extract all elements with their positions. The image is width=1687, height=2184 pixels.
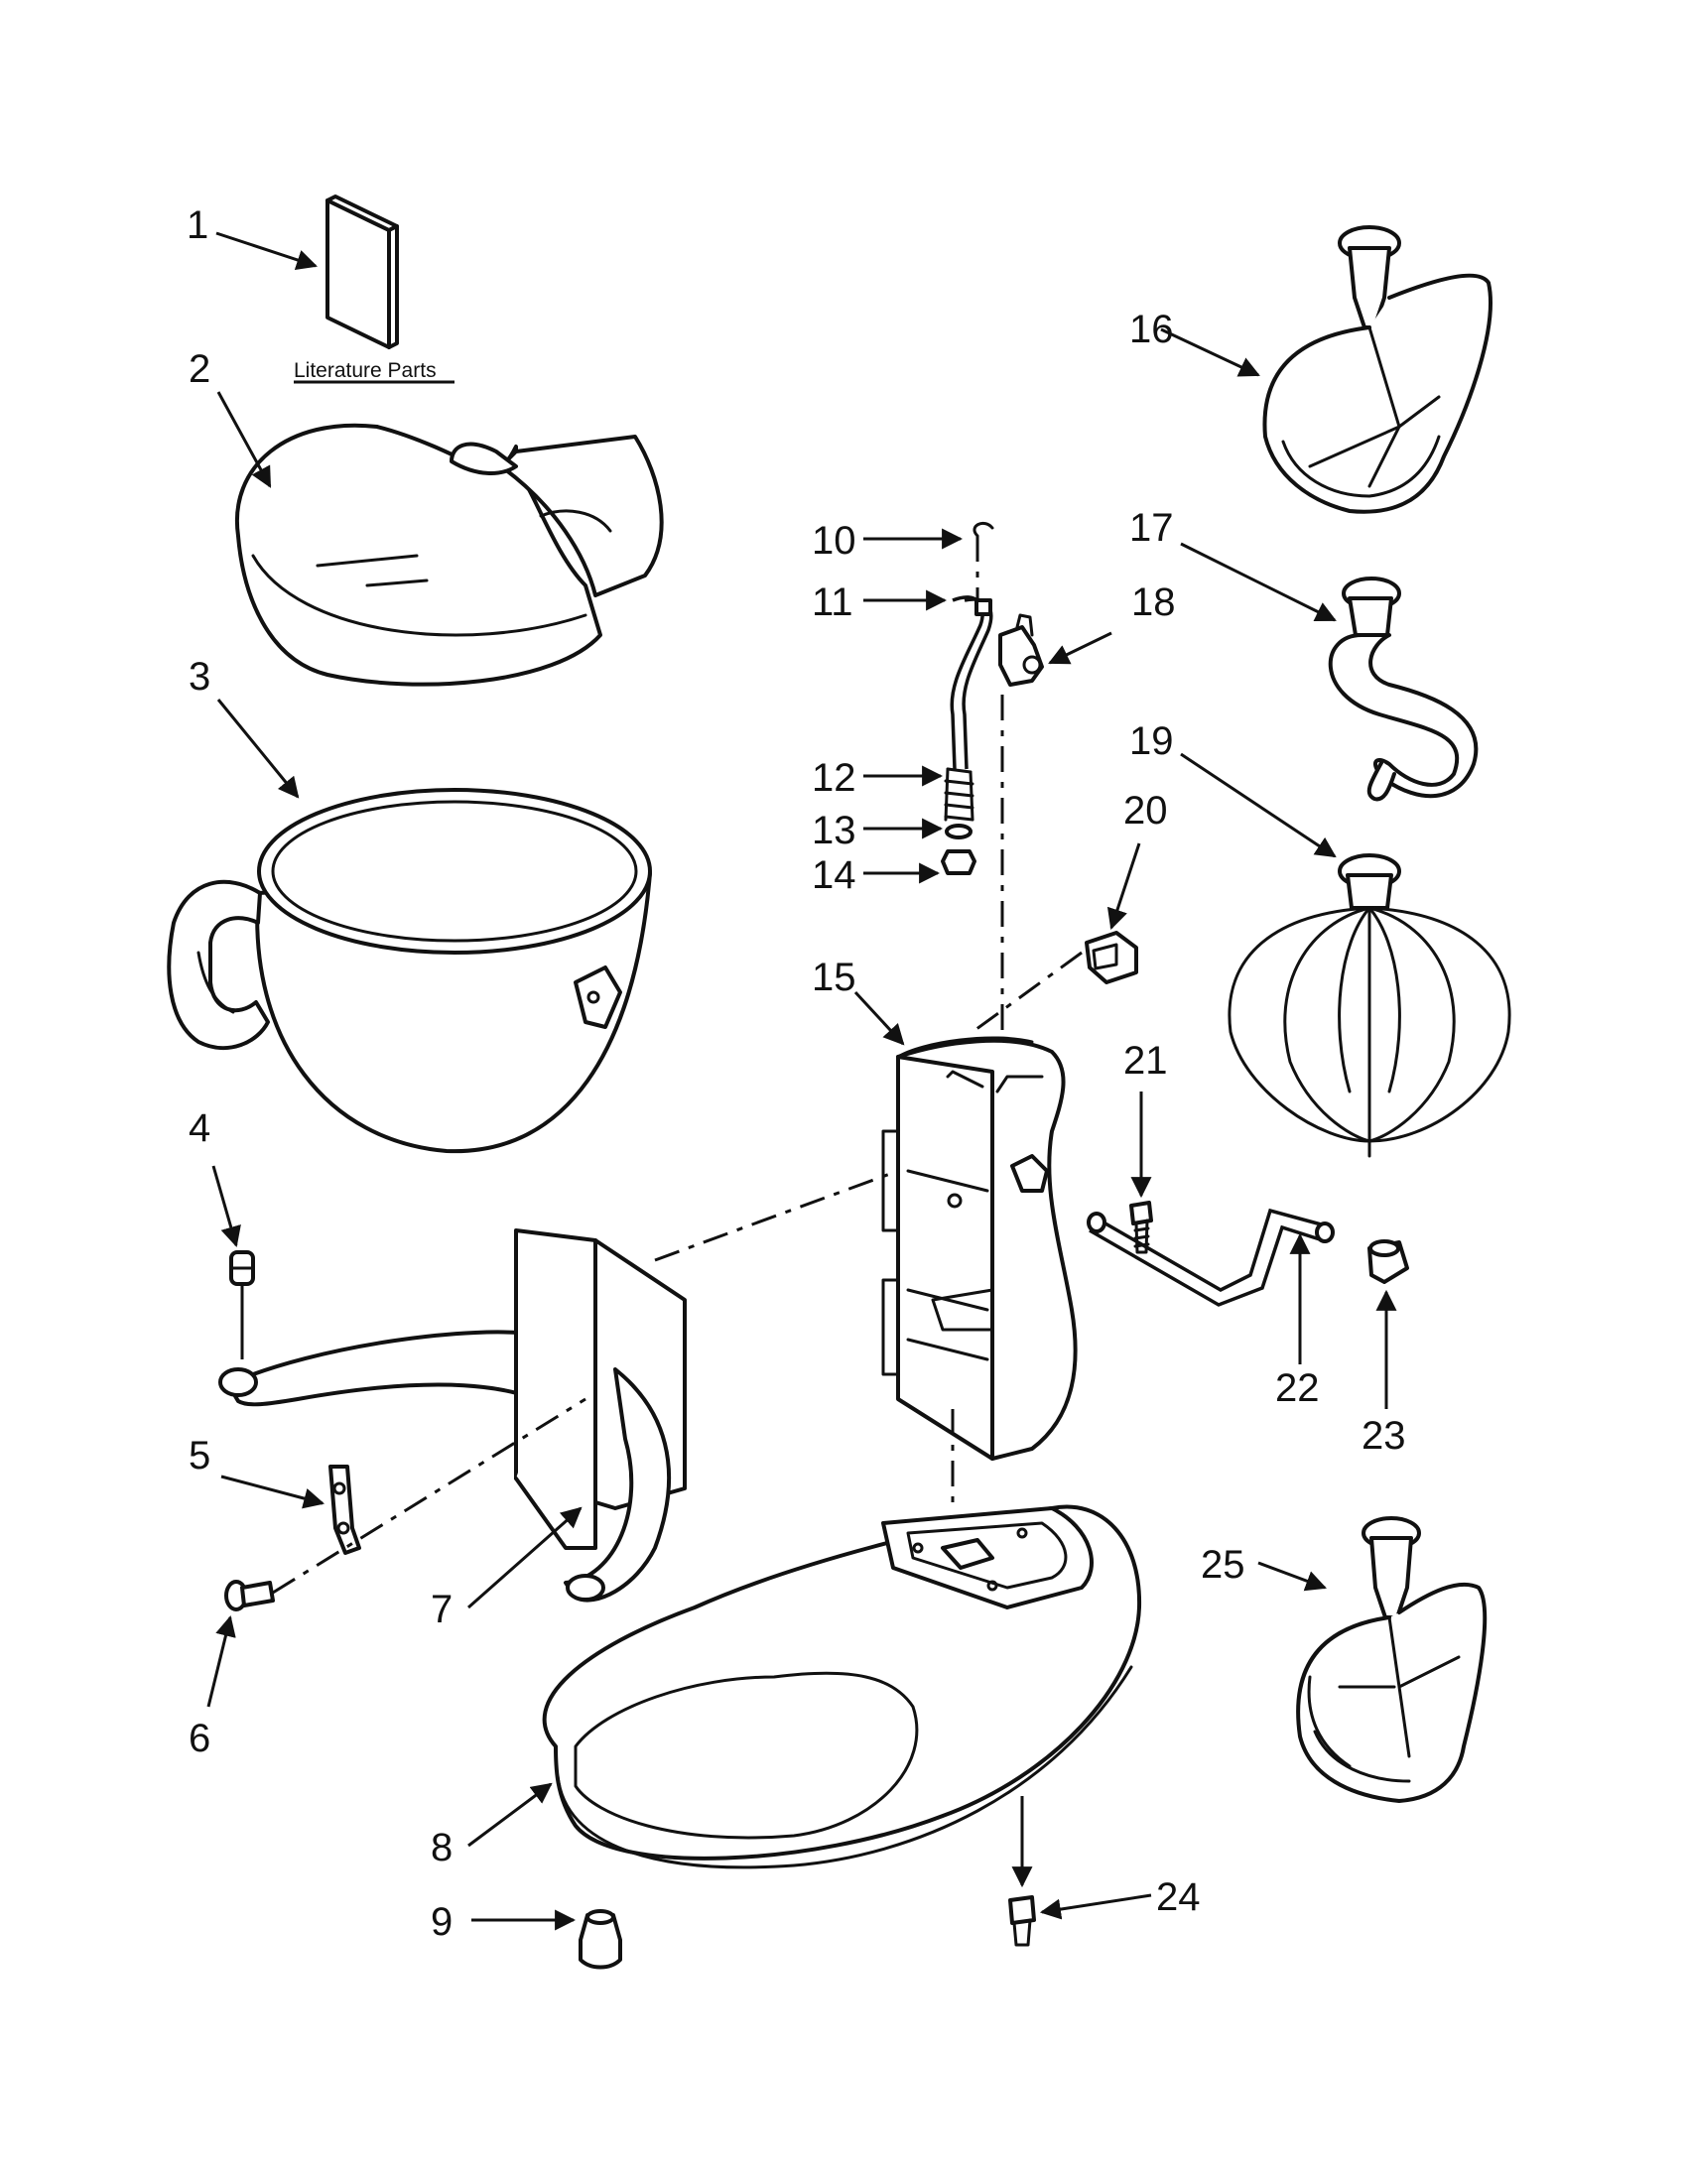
callout-19: 19 <box>1129 719 1174 763</box>
bowl-pin <box>229 1250 255 1359</box>
callout-5: 5 <box>189 1434 210 1477</box>
callout-10: 10 <box>812 519 856 563</box>
callout-leaders <box>206 231 1397 1931</box>
hinge-pin <box>1087 1208 1335 1307</box>
callout-17: 17 <box>1129 506 1174 550</box>
washer <box>945 824 973 839</box>
callout-22: 22 <box>1275 1366 1320 1410</box>
callout-2: 2 <box>189 347 210 391</box>
assembly-lines <box>272 536 1083 1595</box>
bowl-support-bracket <box>218 1228 687 1603</box>
mixing-bowl <box>167 788 652 1154</box>
callout-9: 9 <box>431 1900 453 1944</box>
locking-lever <box>950 595 993 770</box>
callout-6: 6 <box>189 1717 210 1760</box>
rubber-foot <box>579 1909 622 1970</box>
nut <box>941 849 976 875</box>
callout-4: 4 <box>189 1106 210 1150</box>
dough-hook <box>1328 577 1479 802</box>
callout-20: 20 <box>1123 789 1168 833</box>
screw-21 <box>1129 1201 1153 1254</box>
pouring-shield <box>234 423 664 687</box>
small-bracket <box>328 1465 361 1555</box>
literature-parts-label: Literature Parts <box>294 359 437 382</box>
column-pedestal <box>881 1036 1078 1461</box>
callout-25: 25 <box>1201 1543 1245 1587</box>
callout-13: 13 <box>812 809 856 852</box>
callout-21: 21 <box>1123 1039 1168 1083</box>
spring <box>944 767 974 822</box>
wire-whip <box>1228 853 1511 1158</box>
callout-7: 7 <box>431 1588 453 1631</box>
callout-15: 15 <box>812 956 856 999</box>
flex-edge-beater <box>1296 1516 1488 1803</box>
mixer-base <box>542 1504 1142 1869</box>
callout-3: 3 <box>189 655 210 699</box>
callout-18: 18 <box>1131 580 1176 624</box>
callout-16: 16 <box>1129 308 1174 351</box>
literature-booklet <box>325 194 399 349</box>
pin-cap <box>1367 1239 1409 1284</box>
flat-beater <box>1262 225 1492 514</box>
hinge-pin-block <box>1085 931 1138 984</box>
callout-14: 14 <box>812 853 856 897</box>
callout-numbers: 1 2 3 4 5 6 7 8 9 10 11 12 13 14 15 16 1… <box>187 203 1406 1944</box>
callout-8: 8 <box>431 1826 453 1869</box>
callout-11: 11 <box>812 580 853 624</box>
screw-6 <box>224 1580 275 1611</box>
screw-24 <box>1008 1895 1036 1947</box>
latch-assembly <box>998 613 1044 687</box>
retaining-ring <box>973 522 994 538</box>
callout-24: 24 <box>1156 1875 1201 1919</box>
callout-23: 23 <box>1362 1414 1406 1458</box>
callout-1: 1 <box>187 203 208 247</box>
callout-12: 12 <box>812 756 856 800</box>
